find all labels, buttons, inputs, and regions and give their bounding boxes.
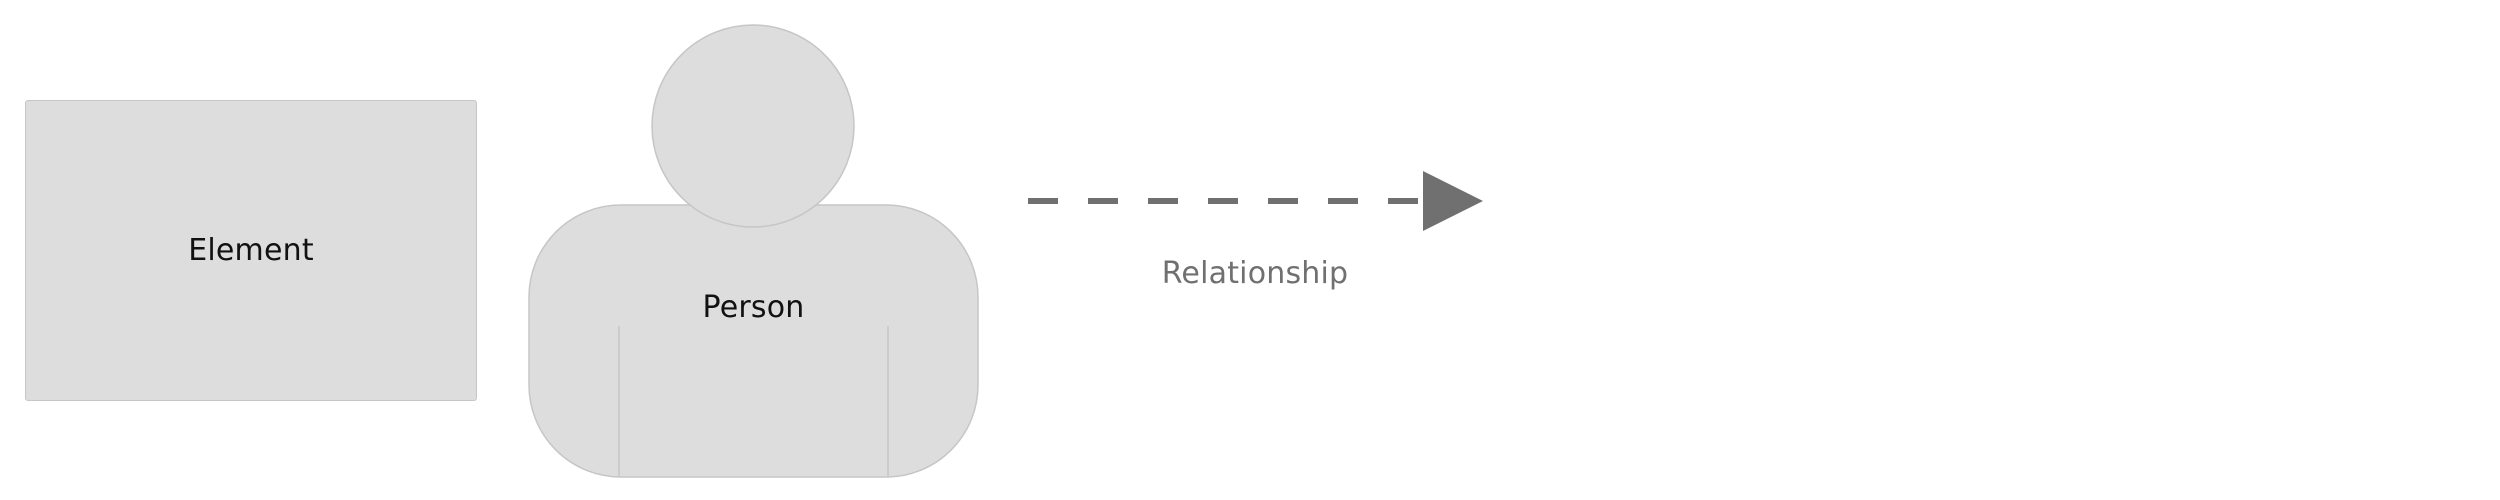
person-head	[651, 24, 855, 228]
relationship-label: Relationship	[1161, 256, 1349, 291]
person-shape[interactable]	[526, 23, 981, 479]
relationship-arrow[interactable]	[1025, 168, 1485, 234]
element-label: Element	[188, 233, 314, 268]
element-shape[interactable]: Element	[25, 100, 477, 401]
person-label: Person	[702, 290, 805, 325]
arrowhead-icon	[1423, 171, 1483, 231]
person-body	[528, 204, 979, 478]
